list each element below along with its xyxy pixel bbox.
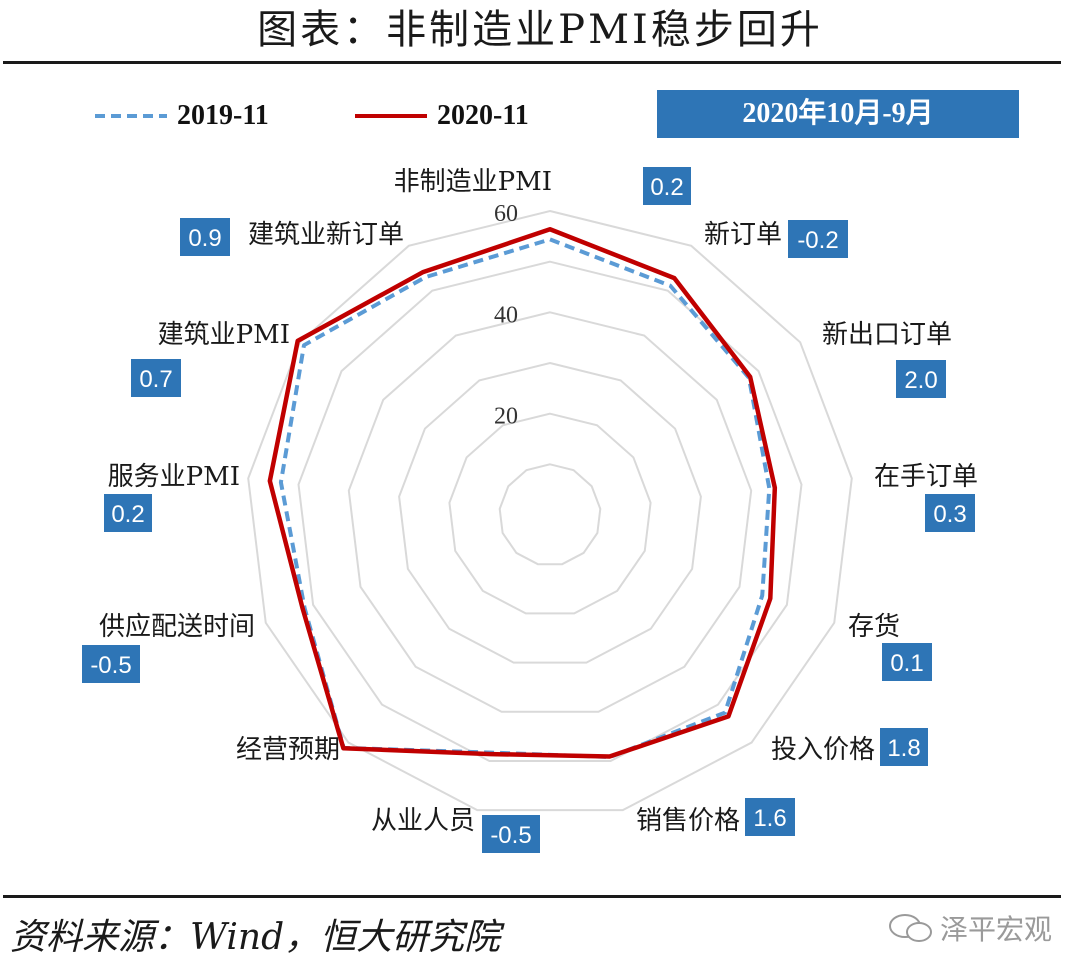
legend-item-2020: 2020-11 (355, 96, 529, 136)
tick-label: 20 (494, 404, 518, 430)
change-badge-text-1: -0.2 (797, 227, 838, 254)
axis-label-0: 非制造业PMI (394, 167, 552, 197)
source-note: 资料来源：Wind，恒大研究院 (10, 917, 501, 958)
grid-ring-50 (297, 260, 803, 762)
legend-item-2019: 2019-11 (95, 96, 269, 136)
axis-label-6: 销售价格 (636, 806, 740, 836)
radar-chart: 20 40 60 非制造业PMI 0.2 新订单 -0.2 新出口订单 2.0 在手订单 0.3 存货… (82, 167, 978, 853)
axis-label-4: 存货 (848, 612, 900, 642)
grid-ring-20 (448, 412, 652, 615)
axis-label-2: 新出口订单 (822, 320, 952, 350)
legend-dashed-line-icon (95, 114, 167, 118)
change-badge-7 (482, 815, 540, 853)
grid-ring-60 (247, 209, 853, 812)
watermark-text: 泽平宏观 (940, 913, 1053, 946)
change-badge-4 (882, 643, 932, 681)
grid-ring-40 (347, 311, 753, 713)
axis-label-1: 新订单 (704, 220, 782, 250)
change-badge-text-10: 0.2 (111, 501, 144, 528)
change-badge-5 (880, 728, 928, 766)
change-badge-text-11: 0.7 (139, 366, 172, 393)
change-badge-10 (104, 494, 152, 532)
change-badge-text-12: 0.9 (188, 225, 221, 252)
grid-ring-10 (498, 463, 602, 566)
change-badge-12 (180, 218, 230, 256)
axis-label-5: 投入价格 (771, 735, 875, 765)
wechat-icon (889, 914, 932, 942)
change-badge-2 (896, 360, 946, 398)
legend-label-2020: 2020-11 (437, 100, 529, 131)
grid-ring-30 (398, 361, 702, 664)
axis-label-3: 在手订单 (874, 462, 978, 492)
change-badge-text-5: 1.8 (887, 735, 920, 762)
change-badge-11 (131, 359, 181, 397)
axis-label-7: 从业人员 (371, 806, 475, 836)
axis-label-9: 供应配送时间 (99, 612, 255, 642)
bottom-rule (3, 895, 1061, 898)
change-badge-3 (925, 494, 975, 532)
period-badge: 2020年10月-9月 (657, 90, 1019, 138)
top-rule (3, 61, 1061, 64)
axis-label-11: 建筑业PMI (158, 320, 290, 350)
change-badge-6 (745, 798, 795, 836)
change-badge-text-7: -0.5 (490, 822, 531, 849)
tick-label: 60 (494, 201, 518, 227)
series-line-2019-11 (278, 237, 772, 760)
axis-label-8: 经营预期 (236, 735, 340, 765)
change-badge-0 (643, 167, 691, 205)
legend-solid-line-icon (355, 114, 427, 118)
change-badge-text-2: 2.0 (904, 367, 937, 394)
series-line-2020-11 (267, 226, 778, 759)
change-badge-text-9: -0.5 (90, 652, 131, 679)
chart-title: 图表：非制造业PMI稳步回升 (257, 7, 823, 53)
change-badge-text-0: 0.2 (650, 174, 683, 201)
watermark: 泽平宏观 (888, 908, 1052, 948)
tick-label: 40 (494, 302, 518, 328)
change-badge-1 (788, 220, 848, 258)
legend-label-2019: 2019-11 (177, 100, 269, 131)
change-badge-9 (82, 645, 140, 683)
change-badge-text-4: 0.1 (890, 650, 923, 677)
change-badge-text-3: 0.3 (933, 501, 966, 528)
axis-label-10: 服务业PMI (108, 462, 240, 492)
axis-label-12: 建筑业新订单 (248, 220, 404, 250)
change-badge-text-6: 1.6 (753, 805, 786, 832)
